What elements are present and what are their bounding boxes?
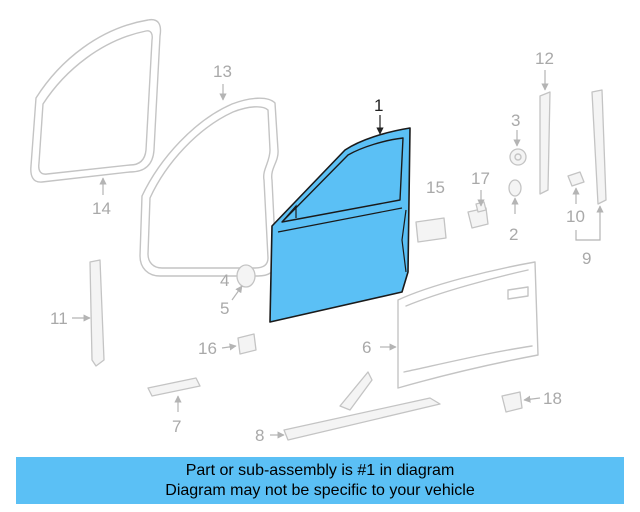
banner-line-1: Part or sub-assembly is #1 in diagram: [185, 462, 455, 479]
callout-1: 1: [374, 96, 383, 115]
grommet-part-2: [508, 179, 522, 197]
outer-door-panel-part-6: [397, 261, 539, 389]
callout-11: 11: [50, 309, 68, 328]
strip-part-9: [591, 89, 607, 205]
callout-2: 2: [509, 225, 518, 244]
bolt-part-10: [567, 171, 585, 187]
strip-part-12: [539, 91, 551, 195]
callout-15: 15: [426, 178, 445, 197]
clip-part-17: [467, 201, 489, 229]
callout-7: 7: [172, 417, 181, 436]
callout-9: 9: [582, 249, 591, 268]
clip-part-16: [237, 333, 257, 355]
callout-6: 6: [362, 338, 371, 357]
callout-17: 17: [471, 169, 490, 188]
pillar-garnish-part-11: [89, 259, 105, 367]
leader-lines: [72, 70, 604, 439]
callout-5: 5: [220, 299, 229, 318]
callout-18: 18: [543, 389, 562, 408]
tube-part-7: [147, 377, 201, 397]
callout-3: 3: [511, 111, 520, 130]
parts-diagram: 1 2 3 4 5 6 7 8 9 10 11 12 13 14 15 16 1…: [30, 18, 607, 445]
callout-4: 4: [220, 271, 229, 290]
pad-part-15: [415, 217, 447, 243]
grommet-part-3: [509, 148, 527, 166]
door-opening-seal-part-13: [139, 97, 279, 277]
callout-12: 12: [535, 49, 554, 68]
callout-14: 14: [92, 199, 111, 218]
plug-part-5: [236, 264, 256, 288]
door-shell-part-1: [269, 127, 411, 323]
rocker-molding-part-8: [283, 371, 441, 441]
info-banner: Part or sub-assembly is #1 in diagram Di…: [16, 457, 624, 504]
callout-16: 16: [198, 339, 217, 358]
banner-line-2: Diagram may not be specific to your vehi…: [165, 482, 475, 499]
callout-13: 13: [213, 62, 232, 81]
weatherstrip-outer-part-14: [30, 18, 162, 183]
callout-8: 8: [255, 426, 264, 445]
callout-10: 10: [566, 207, 585, 226]
clip-part-18: [501, 391, 523, 413]
